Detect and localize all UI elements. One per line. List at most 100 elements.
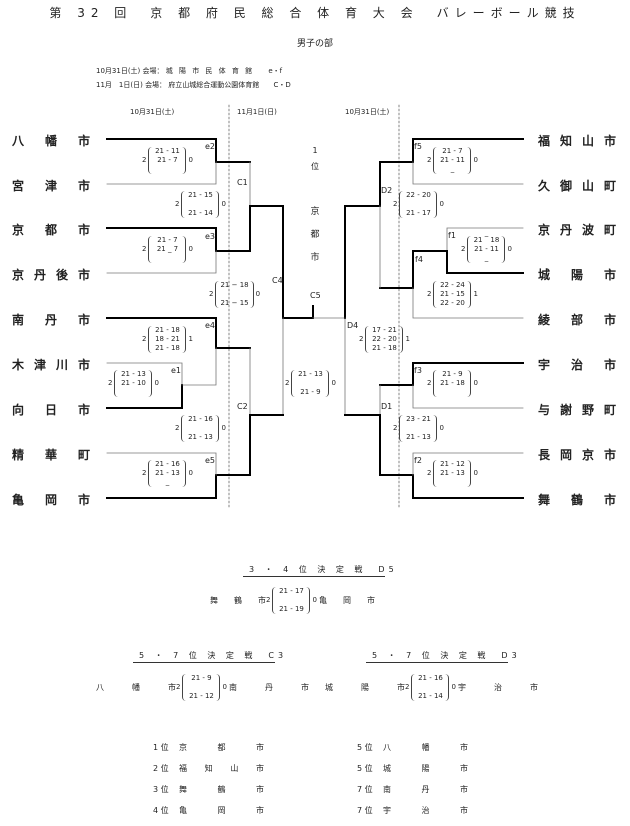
set-score: 17 - 21	[372, 326, 397, 334]
char: 市	[258, 596, 266, 605]
match-label-e5: e5	[205, 456, 216, 465]
set-score	[119, 388, 147, 397]
team-name: 宇治市	[383, 805, 468, 826]
set-score	[153, 254, 181, 263]
left-team-7: 向日市	[12, 401, 90, 418]
left-team-6: 木津川市	[12, 356, 90, 373]
char: 華	[44, 448, 57, 462]
char: 亀	[12, 493, 25, 507]
match-label-e4: e4	[205, 321, 216, 330]
char: 町	[603, 223, 616, 237]
set-score: 21 - 11	[155, 147, 180, 155]
sets-won: 2	[266, 596, 271, 604]
char: 丹	[264, 683, 273, 692]
char: 後	[55, 268, 68, 282]
set-score: 21 - 15	[440, 290, 465, 298]
sets-won: 2	[427, 156, 432, 164]
venue-place: 城 陽 市 民 体 育 館	[165, 67, 255, 75]
set-scores: 21 - 15 21 - 14	[181, 191, 220, 218]
char: 市	[77, 134, 90, 148]
right-team-7: 与謝野町	[538, 401, 616, 418]
set-score: 21 - 12	[440, 460, 465, 468]
char: 丹	[559, 223, 572, 237]
line-f3-win	[379, 362, 524, 386]
sets-lost: 0	[188, 245, 193, 253]
team-name: 亀岡市	[179, 805, 264, 826]
match-label-f5: f5	[414, 142, 422, 151]
sets-lost: 0	[473, 156, 478, 164]
right-team-5: 綾部市	[538, 311, 616, 328]
char: 市	[77, 358, 90, 372]
char: 舞	[179, 785, 187, 794]
char: 山	[230, 764, 239, 773]
left-team-1: 八幡市	[12, 132, 90, 149]
sets-won: 2	[359, 335, 364, 343]
set-score	[438, 388, 466, 397]
set-score: 21 - 13	[298, 370, 323, 378]
char: 陽	[570, 268, 583, 282]
sets-lost: 0	[507, 245, 512, 253]
sets-lost: 0	[439, 200, 444, 208]
char: 町	[77, 448, 90, 462]
char: 長	[538, 448, 551, 462]
right-team-3: 京丹波町	[538, 221, 616, 238]
line-d2-win	[344, 161, 381, 207]
champion-name-3: 市	[310, 253, 320, 263]
char: 部	[570, 313, 583, 327]
set-score	[186, 424, 214, 433]
ranking-row: 7 位南丹市	[357, 784, 468, 805]
char: 宇	[383, 806, 391, 815]
sets-won: 2	[108, 379, 113, 387]
char: 市	[77, 179, 90, 193]
right-team-2: 久御山町	[538, 177, 616, 194]
venue-date: 10月31日(土)	[96, 67, 141, 75]
set-score	[296, 379, 324, 388]
char: 南	[12, 313, 25, 327]
set-score: 21 - 16	[155, 460, 180, 468]
char: 久	[538, 179, 551, 193]
char: 市	[366, 596, 375, 605]
set-score: 21 - 17	[406, 209, 431, 217]
char: 町	[603, 179, 616, 193]
char: 京	[179, 743, 187, 752]
char: 市	[168, 683, 176, 692]
venue-courts: e・f	[268, 67, 283, 75]
char: 京	[581, 448, 594, 462]
sets-won: 2	[142, 156, 147, 164]
set-score: 18 - 21	[155, 335, 180, 343]
char: 宇	[457, 683, 466, 692]
set-score: 21 - 7	[157, 156, 178, 164]
sets-lost: 0	[439, 424, 444, 432]
sets-lost: 0	[312, 596, 317, 604]
set-score: 21 - 18	[155, 326, 180, 334]
set-score	[186, 200, 214, 209]
sets-lost: 0	[222, 683, 227, 691]
char: 波	[581, 223, 594, 237]
set-score: _	[165, 478, 170, 486]
char: 与	[538, 403, 551, 417]
rank: 4 位	[153, 806, 169, 815]
char: 都	[44, 223, 57, 237]
char: 市	[256, 806, 264, 815]
set-score: 21 - 16	[188, 415, 213, 423]
score-c5: 2 21 - 13 21 - 9 0	[285, 370, 336, 397]
char: 城	[383, 764, 391, 773]
char: 幡	[421, 743, 430, 752]
set-score: 21 _ 7	[156, 245, 179, 253]
set-score: 21 - 14	[188, 209, 213, 217]
char: 市	[77, 493, 90, 507]
set-score: 21 - 10	[121, 379, 146, 387]
char: 市	[603, 358, 616, 372]
set-scores: 21 - 16 21 - 14	[411, 674, 450, 701]
char: 市	[460, 743, 468, 752]
set-scores: 21 - 13 21 - 9	[291, 370, 330, 397]
char: 市	[460, 806, 468, 815]
sets-lost: 0	[255, 290, 261, 298]
section-title-5-7-c3: 5 ・ 7 位 決 定 戦 C3	[133, 650, 283, 663]
char: 津	[44, 179, 57, 193]
sets-lost: 0	[331, 379, 336, 387]
